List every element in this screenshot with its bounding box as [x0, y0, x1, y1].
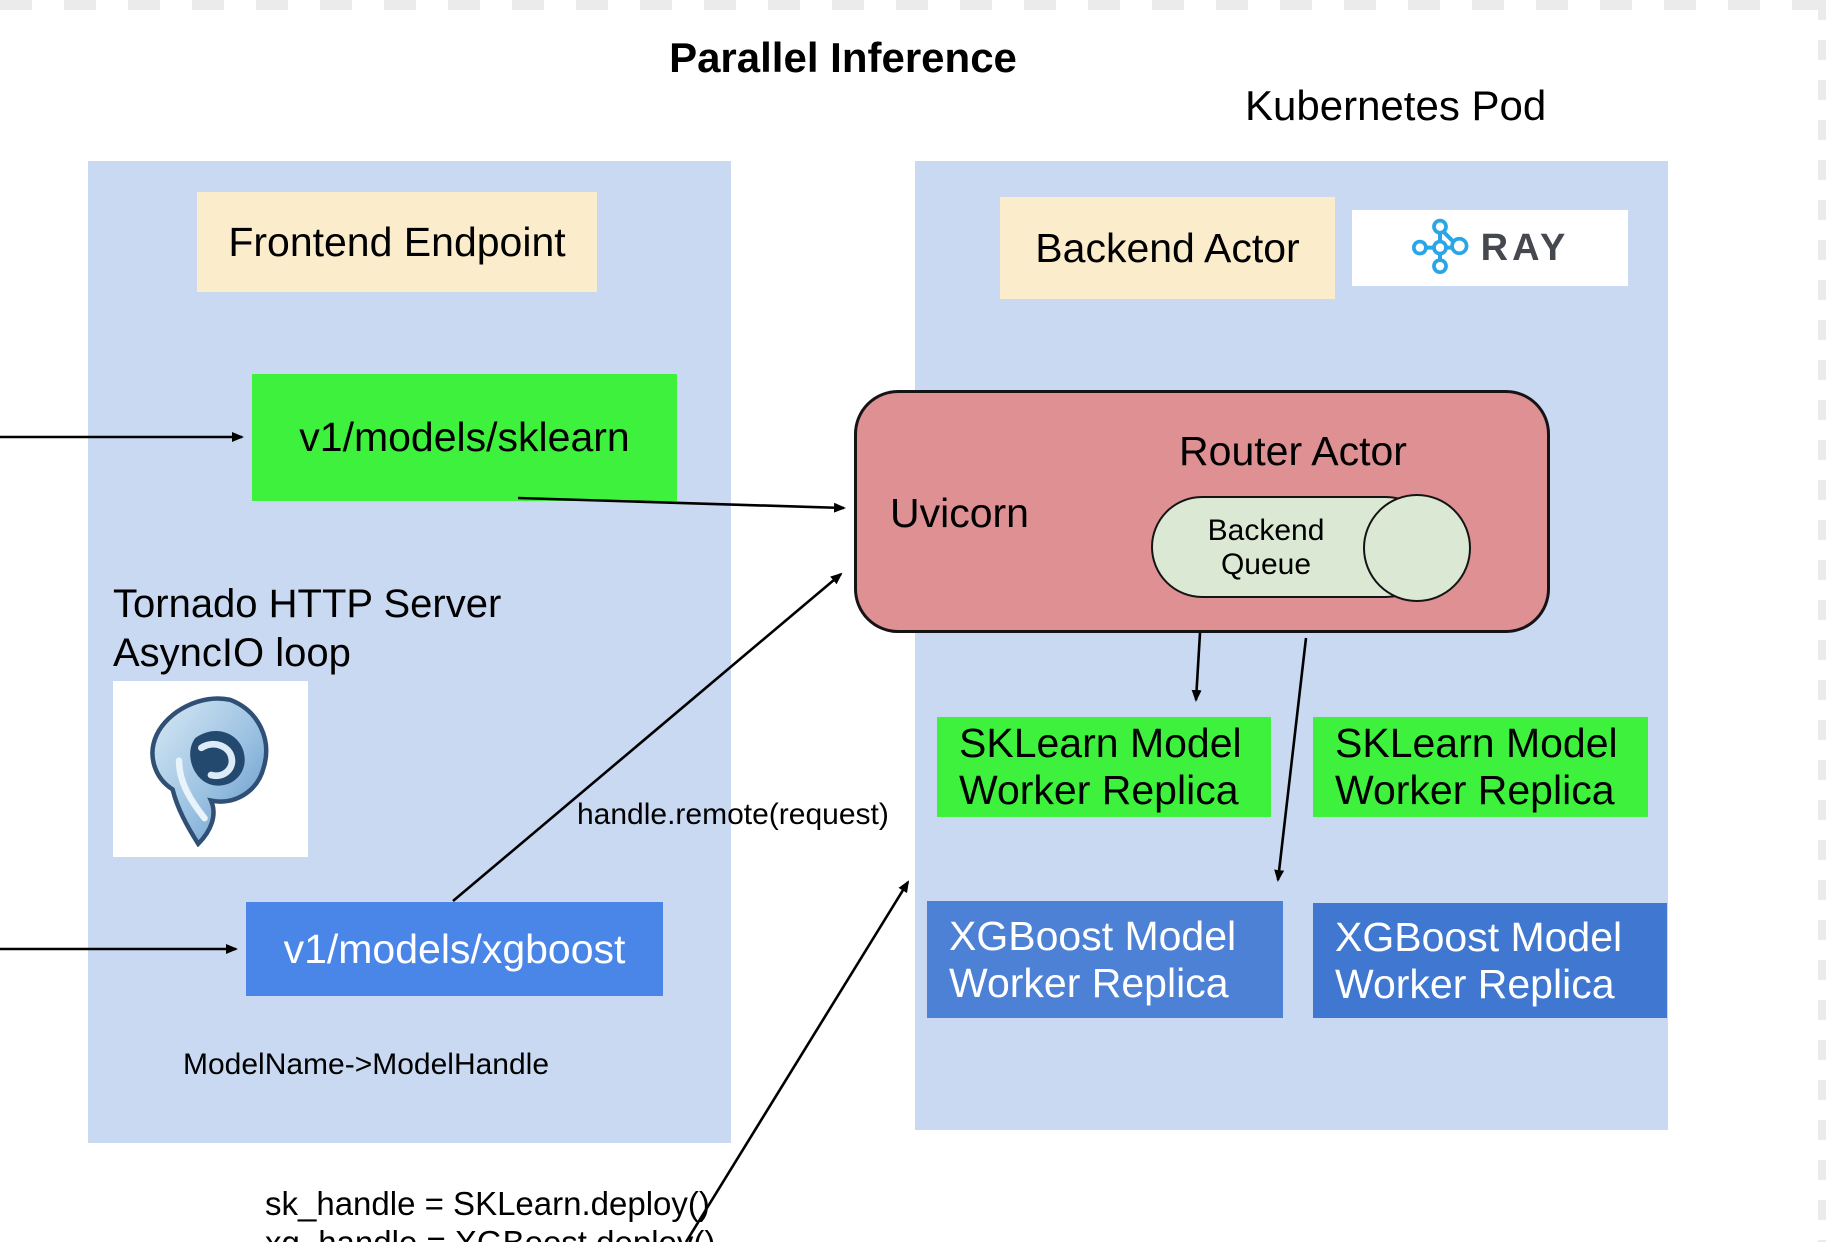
uvicorn-label: Uvicorn — [890, 490, 1029, 536]
worker-label-line1: XGBoost Model — [949, 912, 1237, 959]
backend-actor-label: Backend Actor — [1035, 224, 1300, 271]
frontend-endpoint-box: Frontend Endpoint — [197, 192, 597, 292]
backend-actor-box: Backend Actor — [1000, 197, 1335, 299]
ray-logo-text: RAY — [1480, 226, 1570, 269]
ray-nodes-icon — [1411, 217, 1469, 280]
ray-logo-badge: RAY — [1352, 210, 1628, 286]
kubernetes-pod-label: Kubernetes Pod — [1245, 82, 1547, 129]
transparency-checkerboard-top — [0, 0, 1826, 10]
worker-label-line2: Worker Replica — [1335, 767, 1615, 813]
xgboost-worker-replica-2: XGBoost Model Worker Replica — [1313, 903, 1667, 1018]
xgboost-worker-replica-1: XGBoost Model Worker Replica — [927, 901, 1283, 1018]
worker-label-line2: Worker Replica — [959, 767, 1239, 813]
sklearn-endpoint-label: v1/models/sklearn — [299, 414, 630, 460]
xgboost-endpoint-box: v1/models/xgboost — [246, 902, 663, 996]
model-map-label: ModelName->ModelHandle — [183, 1048, 550, 1081]
worker-label-line1: SKLearn Model — [959, 720, 1242, 766]
sklearn-worker-replica-1: SKLearn Model Worker Replica — [937, 717, 1271, 817]
backend-queue-end-circle — [1363, 494, 1471, 602]
xgboost-endpoint-label: v1/models/xgboost — [283, 925, 626, 972]
worker-label-line1: XGBoost Model — [1335, 913, 1623, 960]
backend-queue-label: Backend Queue — [1160, 514, 1372, 582]
tornado-server-line2: AsyncIO loop — [113, 631, 351, 675]
transparency-checkerboard-right — [1818, 0, 1826, 1242]
diagram-title: Parallel Inference — [669, 34, 1017, 81]
router-actor-label: Router Actor — [1179, 428, 1407, 474]
worker-label-line2: Worker Replica — [949, 959, 1229, 1006]
deploy-code-line1: sk_handle = SKLearn.deploy() — [265, 1185, 710, 1222]
backend-queue-line2: Queue — [1220, 548, 1312, 581]
tornado-server-label: Tornado HTTP Server AsyncIO loop — [113, 580, 501, 678]
backend-queue-line1: Backend — [1207, 514, 1325, 547]
worker-label-line1: SKLearn Model — [1335, 720, 1618, 766]
frontend-endpoint-label: Frontend Endpoint — [228, 218, 566, 265]
worker-label-line2: Worker Replica — [1335, 960, 1615, 1007]
handle-remote-annotation: handle.remote(request) — [577, 798, 889, 831]
tornado-logo-box — [113, 681, 308, 857]
sklearn-worker-replica-2: SKLearn Model Worker Replica — [1313, 717, 1648, 817]
sklearn-endpoint-box: v1/models/sklearn — [252, 374, 677, 501]
tornado-server-line1: Tornado HTTP Server — [113, 582, 502, 626]
deploy-code-annotation: sk_handle = SKLearn.deploy() xg_handle =… — [265, 1184, 715, 1242]
tornado-swirl-icon — [126, 687, 296, 852]
deploy-code-line2: xg_handle = XGBoost.deploy() — [265, 1223, 715, 1242]
